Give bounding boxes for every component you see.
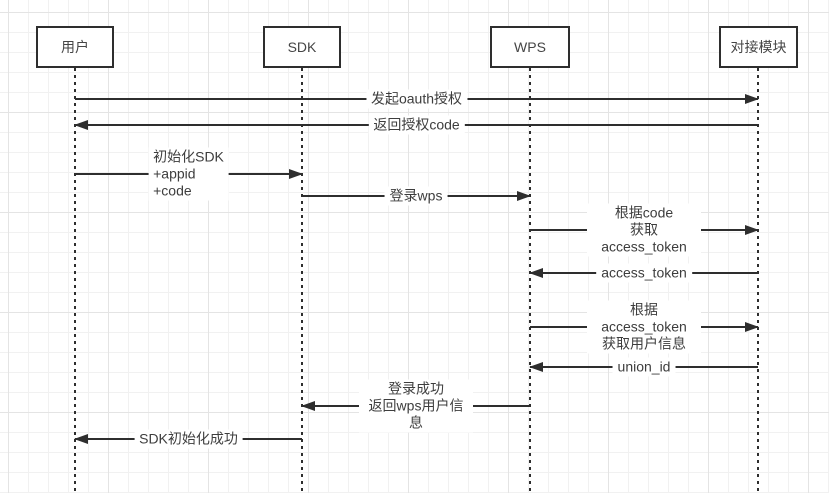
arrowhead-icon — [745, 94, 759, 104]
message-label[interactable]: SDK初始化成功 — [134, 429, 243, 449]
message-label[interactable]: 根据access_token 获取用户信息 — [587, 300, 701, 354]
actor-label: 对接模块 — [730, 39, 787, 55]
lifeline-integration-module — [757, 68, 759, 493]
lifeline-wps — [529, 68, 531, 493]
actor-box-sdk[interactable]: SDK — [263, 26, 341, 68]
message-label[interactable]: 发起oauth授权 — [365, 89, 468, 109]
actor-label: SDK — [287, 39, 317, 55]
arrowhead-icon — [74, 434, 88, 444]
message-label[interactable]: access_token — [596, 263, 692, 283]
actor-box-user[interactable]: 用户 — [36, 26, 114, 68]
message-label[interactable]: 返回授权code — [368, 115, 465, 135]
actor-box-integration-module[interactable]: 对接模块 — [719, 26, 798, 68]
actor-label: WPS — [514, 39, 546, 55]
message-label[interactable]: union_id — [612, 357, 676, 377]
message-label[interactable]: 登录wps — [384, 186, 448, 206]
lifeline-sdk — [301, 68, 303, 493]
arrowhead-icon — [529, 268, 543, 278]
arrowhead-icon — [517, 191, 531, 201]
arrowhead-icon — [745, 225, 759, 235]
arrowhead-icon — [745, 322, 759, 332]
actor-label: 用户 — [61, 39, 89, 55]
message-label[interactable]: 根据code 获取access_token — [587, 203, 701, 257]
arrowhead-icon — [289, 169, 303, 179]
arrowhead-icon — [529, 362, 543, 372]
arrowhead-icon — [74, 120, 88, 130]
arrowhead-icon — [301, 401, 315, 411]
lifeline-user — [74, 68, 76, 493]
message-label[interactable]: 登录成功 返回wps用户信息 — [359, 379, 473, 433]
message-label[interactable]: 初始化SDK +appid +code — [148, 147, 229, 201]
actor-box-wps[interactable]: WPS — [490, 26, 570, 68]
